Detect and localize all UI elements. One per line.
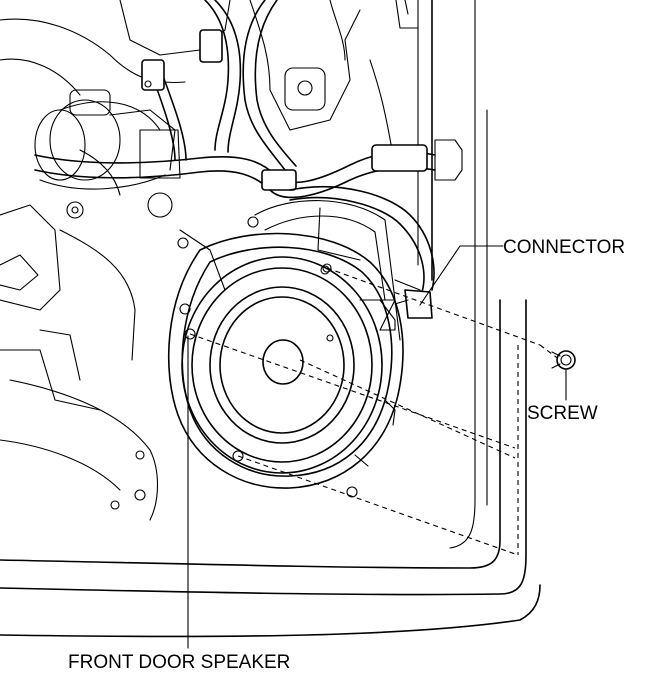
regulator-motor [34, 89, 176, 190]
connector-label: CONNECTOR [503, 237, 625, 258]
speaker-bracket [254, 200, 421, 341]
speaker-mount-hole-left [184, 328, 196, 340]
installation-guide-lines [189, 267, 561, 556]
leader-lines [187, 245, 567, 649]
inner-panel [0, 0, 393, 521]
speaker-mount-hole-top [322, 263, 332, 273]
screw [551, 350, 576, 370]
screw-label: SCREW [527, 403, 598, 424]
wiring-harness [34, 0, 463, 199]
speaker-mount-hole-bottom [232, 450, 244, 462]
front-door-speaker [167, 232, 404, 489]
front-door-speaker-label: FRONT DOOR SPEAKER [68, 652, 290, 673]
door-frame [0, 0, 541, 638]
